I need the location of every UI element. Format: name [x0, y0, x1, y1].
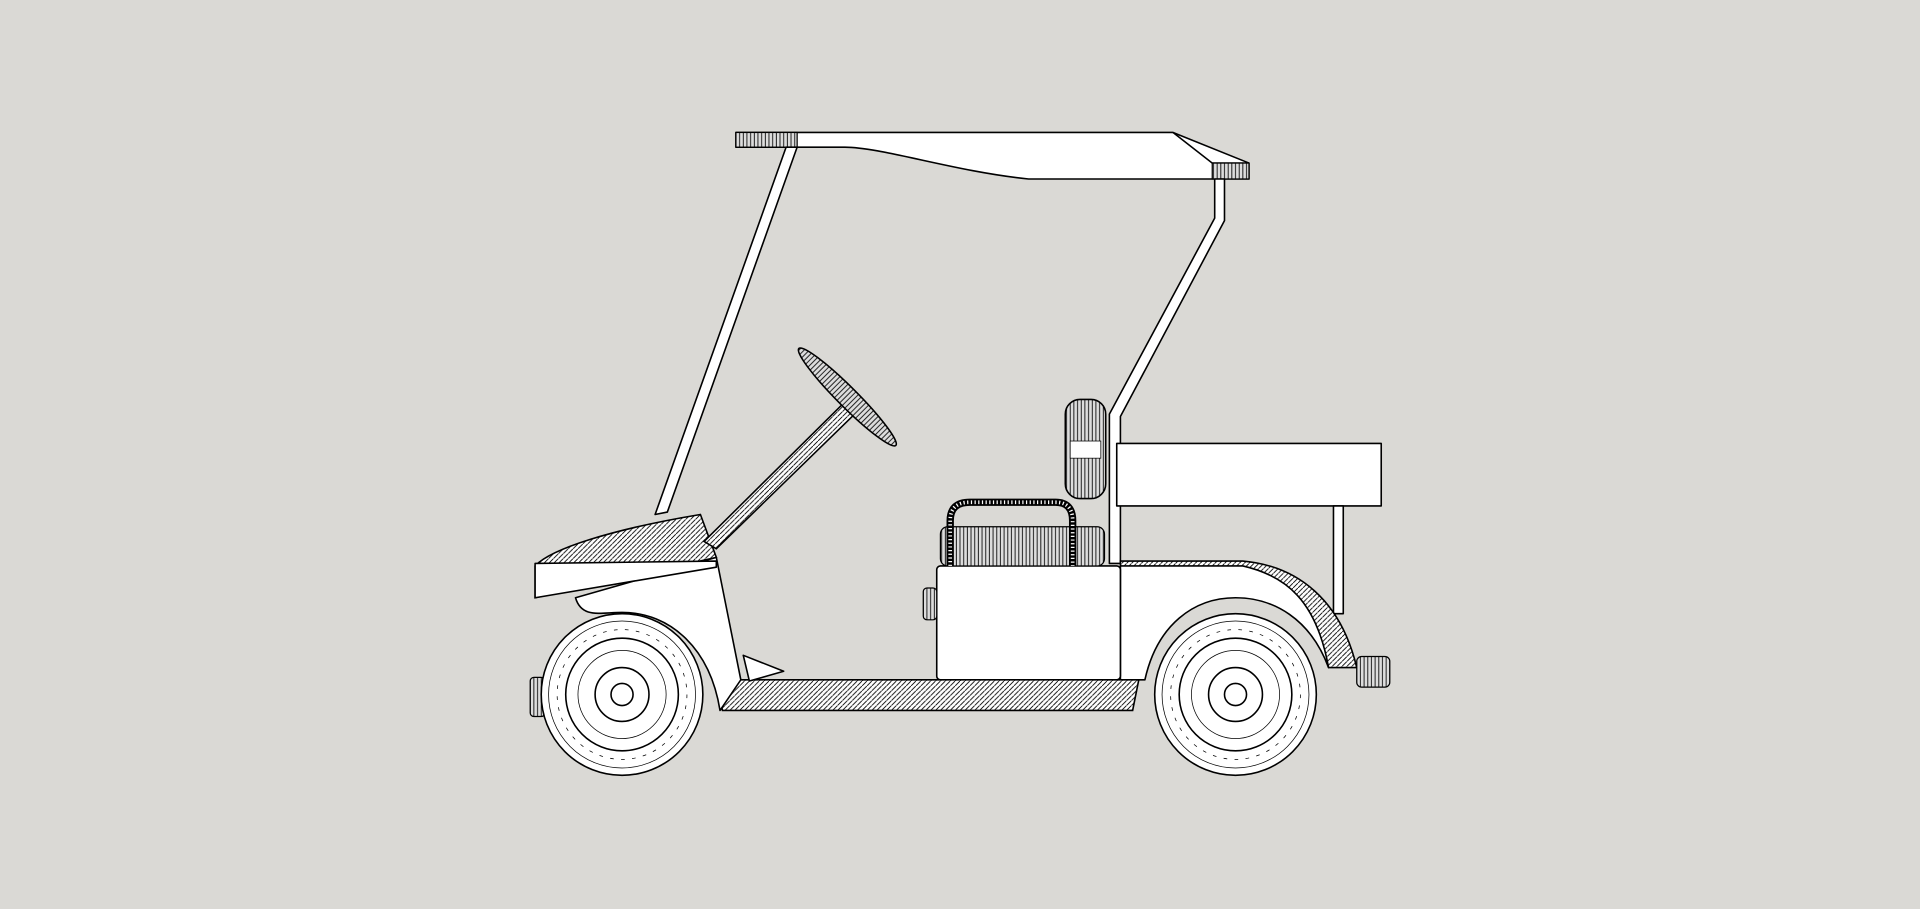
rear-wheel — [1153, 612, 1318, 777]
golf-cart-model[interactable] — [529, 131, 1391, 777]
cooler-handle — [946, 498, 1077, 566]
steering-wheel[interactable] — [792, 342, 903, 453]
front-canopy-strut — [654, 146, 798, 516]
seat-back — [1115, 442, 1383, 507]
cooler — [939, 526, 1106, 567]
seat-box-knob — [922, 587, 938, 621]
floor-board — [715, 679, 1140, 712]
seat-back-post — [1332, 505, 1345, 615]
seat-box — [935, 565, 1122, 681]
pedal — [742, 654, 785, 682]
front-body — [574, 556, 742, 712]
rear-bumper — [1356, 655, 1391, 688]
canopy-roof — [735, 131, 1250, 180]
front-wheel — [540, 612, 704, 777]
